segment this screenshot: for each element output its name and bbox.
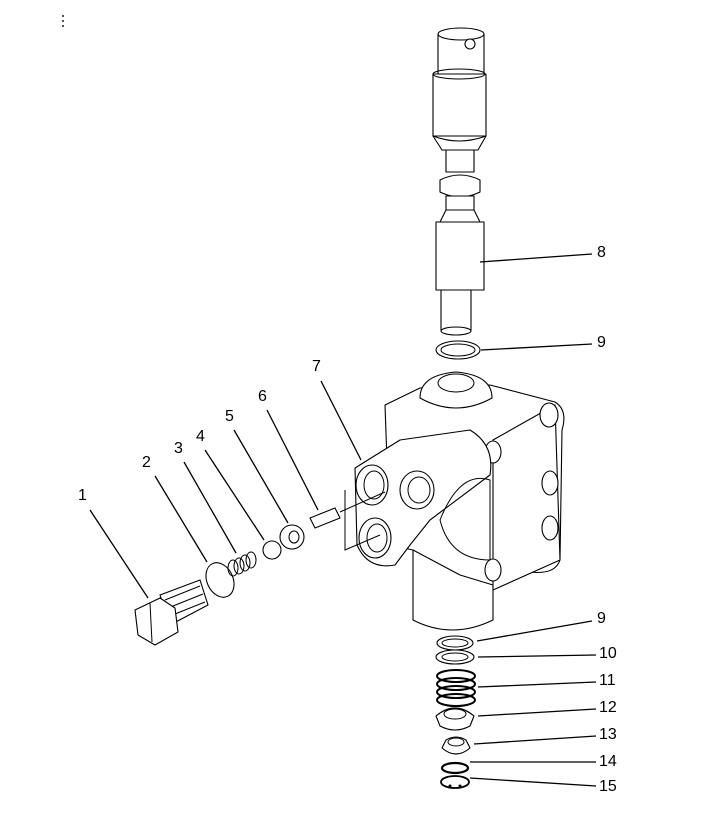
leader-lines [89, 253, 597, 787]
part-8-spool [432, 27, 487, 336]
callout-14: 14 [599, 753, 617, 770]
part-1-plug [134, 579, 209, 646]
part-9-oring-top [435, 340, 481, 360]
callout-13: 13 [599, 726, 617, 743]
part-3-spring [227, 551, 257, 577]
part-5-seat [279, 524, 305, 550]
vertical-ellipsis-icon[interactable] [62, 15, 64, 30]
callout-7: 7 [312, 358, 321, 375]
part-9-oring-bottom [436, 635, 474, 651]
callout-11: 11 [599, 672, 616, 689]
callout-6: 6 [258, 388, 267, 405]
callout-8: 8 [597, 244, 606, 261]
callout-1: 1 [78, 487, 87, 504]
callout-9-top: 9 [597, 334, 606, 351]
part-14-snap-ring [440, 761, 470, 775]
part-2-oring [205, 562, 235, 598]
callout-12: 12 [599, 699, 617, 716]
part-11-spring [436, 669, 476, 707]
part-6-pin [309, 507, 341, 529]
part-13-cap [441, 736, 471, 755]
callout-3: 3 [174, 440, 183, 457]
callout-9-bottom: 9 [597, 610, 606, 627]
part-10-washer [435, 649, 475, 665]
callout-2: 2 [142, 454, 151, 471]
part-4-ball [262, 540, 282, 560]
callout-5: 5 [225, 408, 234, 425]
callout-4: 4 [196, 428, 205, 445]
callout-10: 10 [599, 645, 617, 662]
part-7-valve-body [344, 371, 565, 631]
callout-15: 15 [599, 778, 617, 795]
part-15-retaining-ring [440, 775, 470, 789]
part-12-retainer [435, 707, 475, 731]
